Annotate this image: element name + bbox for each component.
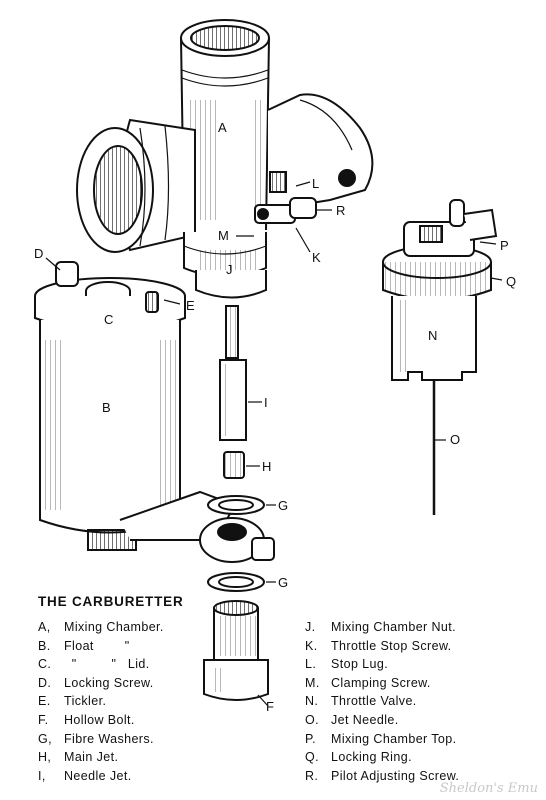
throttle-valve-assembly xyxy=(382,199,498,515)
legend-key: G, xyxy=(38,731,52,746)
legend-key: C. xyxy=(38,657,52,672)
legend-text: Stop Lug. xyxy=(331,657,389,672)
legend-key: E. xyxy=(38,694,51,709)
callout-o: O xyxy=(450,432,460,447)
callout-r: R xyxy=(336,203,345,218)
mixing-chamber xyxy=(76,19,374,299)
legend-entry: R. Pilot Adjusting Screw. xyxy=(305,769,459,783)
callout-i: I xyxy=(264,395,268,410)
legend-text: Pilot Adjusting Screw. xyxy=(331,768,460,783)
legend-key: Q. xyxy=(305,750,319,765)
main-jet xyxy=(223,451,245,479)
legend-key: N. xyxy=(305,694,319,709)
legend-entry: A, Mixing Chamber. xyxy=(38,620,164,634)
legend-key: K. xyxy=(305,638,318,653)
callout-j: J xyxy=(226,262,233,277)
legend-entry: K. Throttle Stop Screw. xyxy=(305,639,452,653)
legend-entry: C. " " Lid. xyxy=(38,657,150,671)
legend-entry: O. Jet Needle. xyxy=(305,713,399,727)
callout-g-lower: G xyxy=(278,575,288,590)
legend-entry: F. Hollow Bolt. xyxy=(38,713,135,727)
legend-entry: N. Throttle Valve. xyxy=(305,694,417,708)
callout-d: D xyxy=(34,246,43,261)
legend-key: L. xyxy=(305,657,317,672)
legend-entry: L. Stop Lug. xyxy=(305,657,388,671)
legend-key: O. xyxy=(305,713,319,727)
legend-key: R. xyxy=(305,768,319,783)
callout-e: E xyxy=(186,298,195,313)
legend-key: M. xyxy=(305,675,320,690)
legend-text: Mixing Chamber. xyxy=(64,620,164,634)
legend-text: Mixing Chamber Nut. xyxy=(331,620,457,634)
legend-entry: I, Needle Jet. xyxy=(38,769,132,783)
legend-text: Needle Jet. xyxy=(64,768,132,783)
legend-entry: M. Clamping Screw. xyxy=(305,676,431,690)
legend-text: Float " xyxy=(64,638,130,653)
legend-text: Mixing Chamber Top. xyxy=(331,731,457,746)
legend-key: B. xyxy=(38,638,51,653)
legend-text: Main Jet. xyxy=(64,750,119,765)
needle-jet xyxy=(219,305,247,441)
callout-c: C xyxy=(104,312,113,327)
legend-title: THE CARBURETTER xyxy=(38,594,184,609)
legend-entry: P. Mixing Chamber Top. xyxy=(305,732,456,746)
legend-text: Locking Ring. xyxy=(331,750,412,765)
legend-key: A, xyxy=(38,620,51,634)
legend-text: Tickler. xyxy=(64,694,107,709)
hollow-bolt xyxy=(203,600,269,701)
legend-key: J. xyxy=(305,620,316,634)
callout-p: P xyxy=(500,238,509,253)
legend-text: Throttle Valve. xyxy=(331,694,417,709)
legend-key: P. xyxy=(305,731,316,746)
legend-text: Fibre Washers. xyxy=(64,731,154,746)
callout-h: H xyxy=(262,459,271,474)
legend-text: " " Lid. xyxy=(64,657,150,672)
legend-entry: B. Float " xyxy=(38,639,130,653)
callout-a: A xyxy=(218,120,227,135)
legend-entry: H, Main Jet. xyxy=(38,750,118,764)
legend-text: Clamping Screw. xyxy=(331,675,431,690)
legend-key: F. xyxy=(38,713,49,727)
legend-entry: G, Fibre Washers. xyxy=(38,732,154,746)
callout-m: M xyxy=(218,228,229,243)
legend-text: Hollow Bolt. xyxy=(64,713,135,727)
legend-entry: J. Mixing Chamber Nut. xyxy=(305,620,456,634)
legend-key: H, xyxy=(38,750,52,765)
callout-q: Q xyxy=(506,274,516,289)
fibre-washer-lower xyxy=(207,572,265,592)
legend-text: Jet Needle. xyxy=(331,713,399,727)
callout-f: F xyxy=(266,699,274,714)
legend-entry: Q. Locking Ring. xyxy=(305,750,412,764)
callout-n: N xyxy=(428,328,437,343)
float-chamber xyxy=(34,261,275,563)
callout-g-upper: G xyxy=(278,498,288,513)
callout-b: B xyxy=(102,400,111,415)
legend-key: I, xyxy=(38,768,46,783)
watermark: Sheldon's Emu xyxy=(439,781,538,796)
fibre-washer-upper xyxy=(207,495,265,515)
legend-text: Locking Screw. xyxy=(64,675,154,690)
legend-entry: D. Locking Screw. xyxy=(38,676,154,690)
legend-entry: E. Tickler. xyxy=(38,694,106,708)
callout-l: L xyxy=(312,176,319,191)
callout-k: K xyxy=(312,250,321,265)
legend-key: D. xyxy=(38,675,52,690)
legend-text: Throttle Stop Screw. xyxy=(331,638,452,653)
